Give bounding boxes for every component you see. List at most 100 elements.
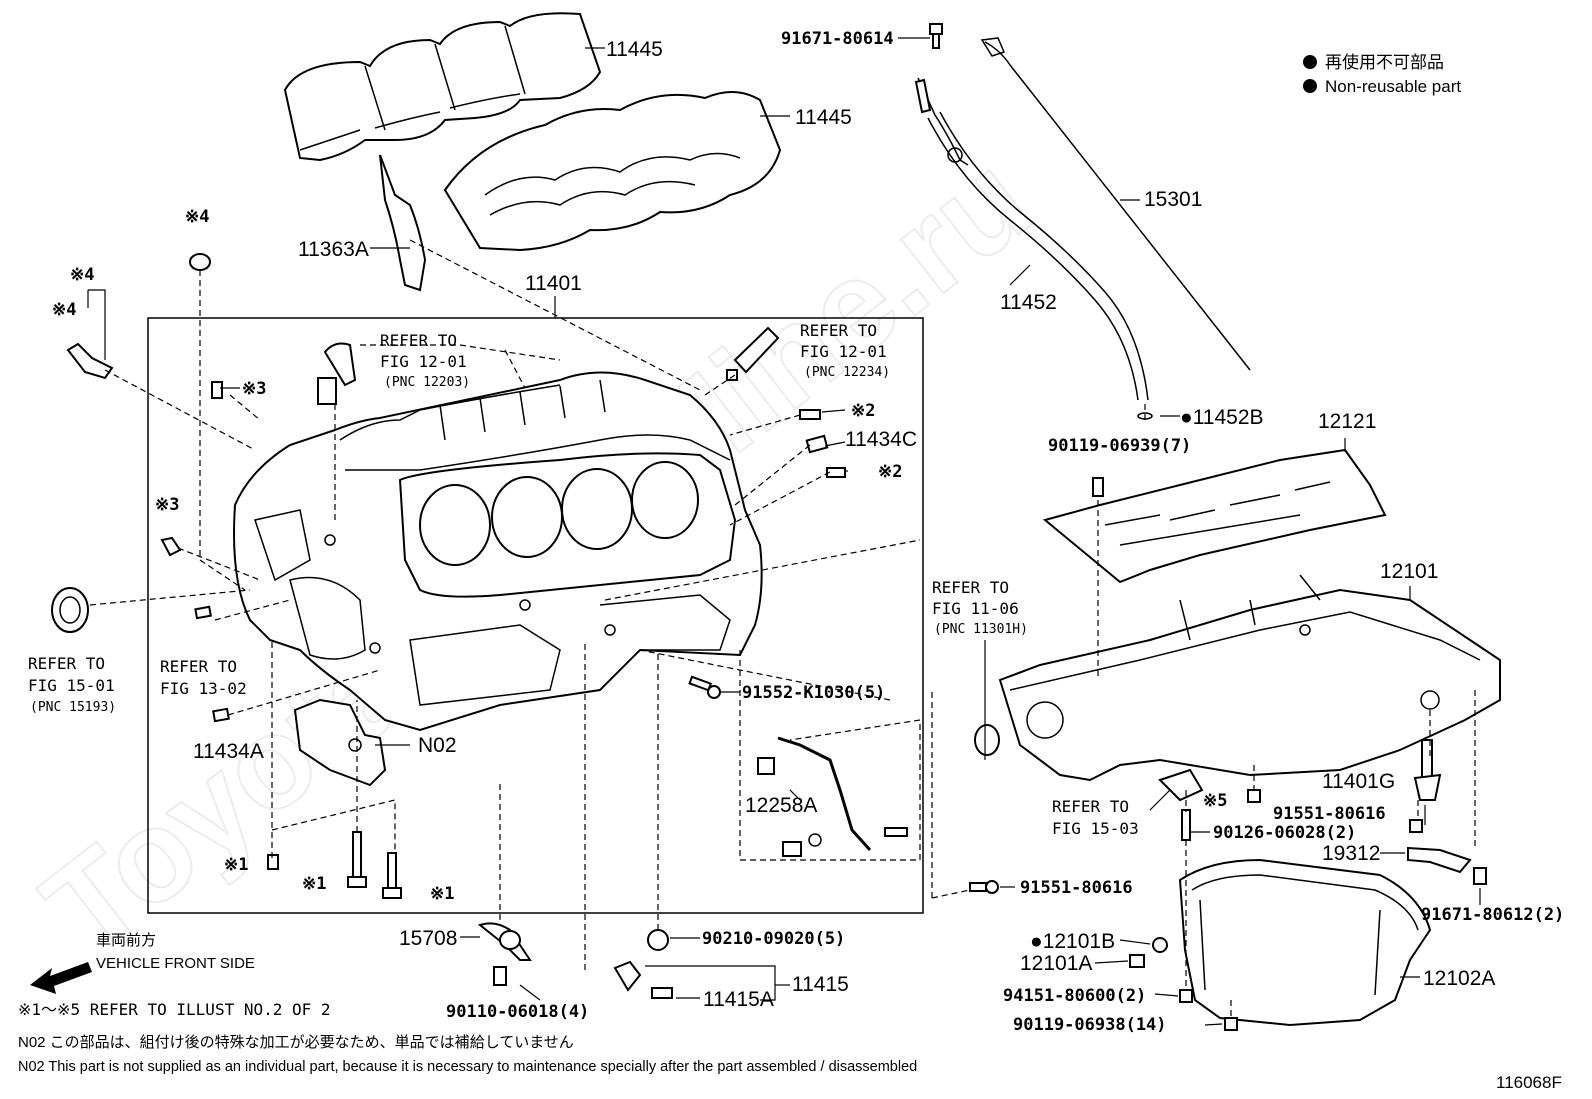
label-12102A[interactable]: 12102A [1423,967,1495,990]
water-inlet-12203[interactable] [317,342,357,405]
svg-text:(PNC 12203): (PNC 12203) [384,375,470,390]
label-12258A[interactable]: 12258A [745,794,817,817]
refer-fig-12-01-b[interactable]: REFER TO FIG 12-01 (PNC 12234) [800,321,890,380]
label-11363A[interactable]: 11363A [298,238,369,261]
drain-plug-12101A[interactable] [1129,954,1145,968]
plug-x4-top[interactable] [189,253,211,271]
refer-fig-13-02[interactable]: REFER TO FIG 13-02 [160,657,247,698]
label-15708[interactable]: 15708 [399,927,457,950]
bolt-91671-80614[interactable] [929,23,943,49]
bolt-90119-06939[interactable] [1092,477,1104,497]
plug-11434C[interactable] [805,434,829,454]
label-x1-b: ※1 [302,874,326,894]
cylinder-block-11401[interactable] [233,371,763,732]
dowel-x1[interactable] [267,854,279,870]
pin-11434A[interactable] [212,707,230,723]
legend-dot-en [1303,79,1317,93]
bolt-x5[interactable] [1247,789,1261,803]
label-15301[interactable]: 15301 [1144,188,1202,211]
label-94151-80600[interactable]: 94151-80600(2) [1003,986,1146,1006]
label-11401[interactable]: 11401 [525,272,582,295]
label-90119-06939[interactable]: 90119-06939(7) [1048,436,1191,456]
label-x4-b: ※4 [70,265,94,285]
oil-pan-12102A[interactable] [1178,858,1432,1027]
label-91551-80616-a[interactable]: 91551-80616 [1020,878,1133,898]
dipstick-15301[interactable] [980,37,1251,371]
label-N02[interactable]: N02 [418,734,457,757]
label-91551-80616-b[interactable]: 91551-80616 [1273,804,1386,824]
label-19312[interactable]: 19312 [1322,842,1380,865]
thrust-washer-11363A[interactable] [379,154,427,292]
bolt-x1-a[interactable] [347,831,367,888]
label-11401G[interactable]: 11401G [1322,770,1395,793]
label-11445-upper[interactable]: 11445 [606,38,663,61]
label-90110-06018[interactable]: 90110-06018(4) [446,1002,589,1022]
drain-cock-11415[interactable] [613,960,673,999]
label-11445-lower[interactable]: 11445 [795,106,852,129]
label-12101B[interactable]: ●12101B [1030,930,1115,953]
bolt-91551-80616-b[interactable] [1409,819,1423,833]
bracket-19312[interactable] [1407,846,1472,874]
label-11415A[interactable]: 11415A [703,988,774,1011]
plug-x2-a[interactable] [799,409,821,420]
refer-fig-15-01[interactable]: REFER TO FIG 15-01 (PNC 15193) [28,654,116,715]
o-ring-11301H[interactable] [974,724,1000,756]
bolt-x3-left[interactable] [160,536,182,557]
label-x4-a: ※4 [185,207,209,227]
bolt-90119-06938[interactable] [1224,1017,1238,1031]
bolt-91671-80612[interactable] [1473,867,1487,885]
bearing-11445-lower[interactable] [443,91,782,252]
stud-x5[interactable] [1158,768,1204,802]
label-91671-80612[interactable]: 91671-80612(2) [1421,905,1564,925]
oil-jet-12258A[interactable] [757,736,908,857]
label-11415[interactable]: 11415 [792,973,849,996]
fitting-12234[interactable] [726,326,780,381]
label-11434C[interactable]: 11434C [845,428,917,451]
label-11434A[interactable]: 11434A [193,740,264,763]
label-90126-06028[interactable]: 90126-06028(2) [1213,823,1356,843]
label-90210-09020[interactable]: 90210-09020(5) [702,929,845,949]
label-90119-06938[interactable]: 90119-06938(14) [1013,1015,1167,1035]
vehicle-front-indicator: 車両前方 VEHICLE FRONT SIDE [30,932,255,994]
baffle-plate-12121[interactable] [1042,448,1387,584]
knock-sensor-15708[interactable] [477,922,532,986]
label-12121[interactable]: 12121 [1318,410,1376,433]
bearing-11445-upper[interactable] [283,12,602,162]
dipstick-guide-11452[interactable] [914,77,1149,401]
sensor-x4[interactable] [66,342,114,380]
refer-fig-12-01-a[interactable]: REFER TO FIG 12-01 (PNC 12203) [380,331,470,390]
svg-text:(PNC 11301H): (PNC 11301H) [934,622,1028,637]
part-labels: 11445 11445 91671-80614 15301 11363A 114… [52,29,1564,1035]
stud-11401G[interactable] [1413,739,1442,801]
label-91671-80614[interactable]: 91671-80614 [781,29,894,49]
plug-x2-b[interactable] [826,467,846,478]
label-91552-K1030[interactable]: 91552-K1030(5) [742,683,885,703]
label-x2-a: ※2 [851,401,875,421]
bolt-x1-b[interactable] [382,852,402,899]
label-12101[interactable]: 12101 [1380,560,1438,583]
label-x3-a: ※3 [242,379,266,399]
legend-en: Non-reusable part [1325,77,1461,96]
gasket-12101B[interactable] [1152,937,1168,953]
illust-note: ※1～※5 REFER TO ILLUST NO.2 OF 2 [18,1000,331,1019]
front-arrow-icon [30,962,92,994]
note-en: N02 This part is not supplied as an indi… [18,1059,917,1075]
non-reusable-dot-12101B: ● [1030,930,1043,953]
svg-text:FIG 12-01: FIG 12-01 [800,342,887,361]
svg-text:REFER TO: REFER TO [160,657,237,676]
label-11452[interactable]: 11452 [1000,291,1057,314]
bearing-cap-N02[interactable] [293,698,387,787]
refer-fig-11-06[interactable]: REFER TO FIG 11-06 (PNC 11301H) [932,578,1028,637]
oil-pan-12101[interactable] [998,574,1501,782]
pin-13-02[interactable] [194,605,212,620]
label-11452B[interactable]: ●11452B [1180,406,1264,429]
stud-90126-06028[interactable] [1181,809,1191,841]
dowel-x3-upper[interactable] [211,381,223,399]
label-12101A[interactable]: 12101A [1020,952,1092,975]
refer-fig-15-03[interactable]: REFER TO FIG 15-03 [1052,797,1139,838]
gasket-90210-09020[interactable] [647,929,669,951]
bolt-94151-80600[interactable] [1179,989,1193,1003]
bolt-91552-K1030[interactable] [688,675,721,699]
bolt-91551-80616-a[interactable] [969,880,999,894]
oil-seal-15193[interactable] [51,587,89,633]
